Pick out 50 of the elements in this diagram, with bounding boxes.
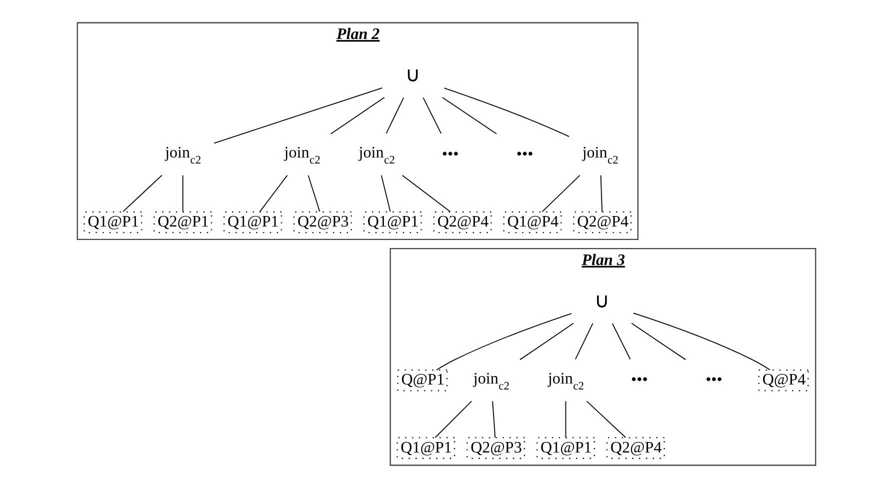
connector	[574, 322, 594, 360]
node-box: Q1@P1	[363, 210, 422, 233]
node-box: Q1@P1	[84, 210, 142, 233]
connector	[259, 174, 288, 212]
node-text: ∪	[405, 62, 420, 86]
node-box: Q2@P3	[466, 436, 526, 458]
node-text: join$_{c2}$	[165, 144, 202, 166]
node-text: •••	[516, 145, 534, 162]
connector	[402, 174, 451, 212]
node-box: Q1@P1	[224, 210, 282, 233]
node-text: •••	[706, 371, 722, 388]
connector	[600, 174, 603, 212]
node-box: Q1@P4	[503, 210, 562, 233]
node-text: join$_{c2}$	[284, 144, 320, 166]
connector	[422, 96, 442, 134]
connector	[631, 322, 686, 360]
node-box: Q@P1	[397, 369, 448, 391]
node-box: Q2@P3	[293, 210, 352, 233]
node-box: Q@P4	[758, 369, 809, 391]
node-text: join$_{c2}$	[582, 144, 618, 166]
connector	[434, 400, 472, 438]
node-text: ∪	[594, 288, 610, 312]
node-box: Q2@P4	[573, 210, 632, 233]
node-box: Q2@P4	[433, 210, 492, 233]
connector	[330, 96, 385, 134]
connector	[386, 96, 404, 134]
connector	[492, 400, 496, 438]
connector	[122, 174, 162, 212]
node-box: Q1@P1	[396, 436, 456, 458]
connector	[380, 174, 391, 212]
node-box: Q2@P4	[606, 436, 665, 458]
node-box: Q1@P1	[536, 436, 595, 458]
node-text: join$_{c2}$	[548, 370, 584, 392]
connector	[542, 174, 580, 212]
connector	[444, 87, 570, 137]
connector	[442, 96, 497, 134]
connector	[612, 322, 631, 360]
connector	[632, 312, 770, 370]
connector	[436, 312, 572, 370]
connector	[182, 174, 184, 212]
node-text: join$_{c2}$	[358, 144, 395, 166]
node-text: join$_{c2}$	[473, 370, 510, 392]
node-box: Q2@P1	[154, 210, 212, 233]
node-text: •••	[442, 145, 459, 162]
connector	[586, 400, 626, 438]
connector	[308, 174, 320, 212]
connector	[565, 400, 566, 438]
connector	[520, 322, 574, 360]
connector	[214, 87, 383, 144]
node-text: •••	[631, 371, 648, 388]
